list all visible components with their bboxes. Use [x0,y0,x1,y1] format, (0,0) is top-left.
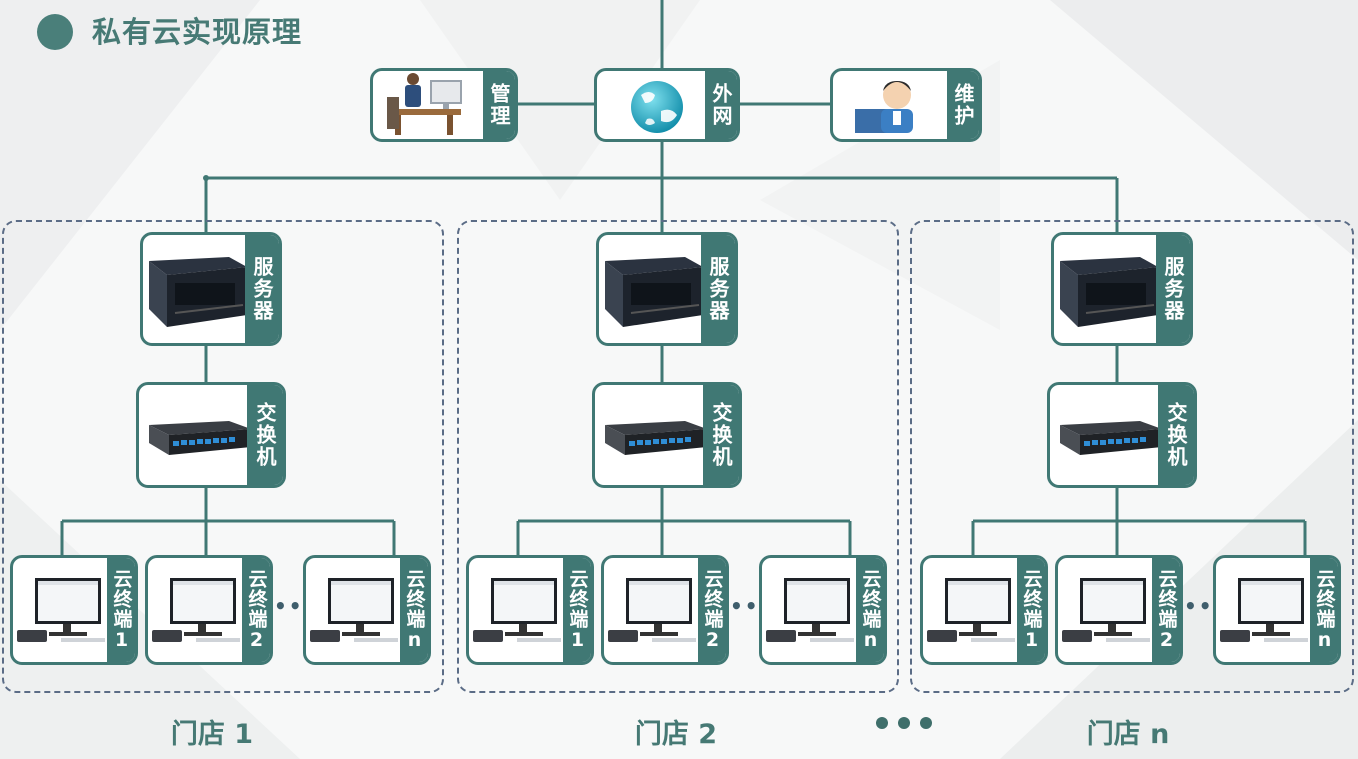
terminal-node: 云终端n [303,555,431,665]
monitor-icon [762,558,860,662]
terminal-node: 云终端2 [1055,555,1183,665]
more-stores-ellipsis [876,717,932,729]
switch-node: 交换机 [592,382,742,488]
switch-label: 交换机 [247,385,283,485]
server-label: 服务器 [245,235,279,343]
terminal-label: 云终端2 [698,558,726,662]
monitor-icon [1058,558,1156,662]
terminal-label: 云终端1 [107,558,135,662]
server-label: 服务器 [1156,235,1190,343]
terminal-label: 云终端1 [563,558,591,662]
switch-icon [595,385,711,485]
monitor-icon [148,558,246,662]
manage-node: 管理 [370,68,518,142]
monitor-icon [1216,558,1314,662]
store-label: 门店 1 [170,719,254,750]
terminal-label: 云终端n [400,558,428,662]
terminal-label: 云终端n [856,558,884,662]
terminal-label: 云终端2 [242,558,270,662]
server-icon [143,235,253,343]
globe-icon [597,71,707,139]
title-bullet [37,14,73,50]
desk-worker-icon [373,71,485,139]
monitor-icon [306,558,404,662]
switch-node: 交换机 [136,382,286,488]
store-label: 门店 2 [634,719,718,750]
terminal-node: 云终端2 [145,555,273,665]
switch-label: 交换机 [1158,385,1194,485]
internet-label: 外网 [705,71,737,139]
internet-node: 外网 [594,68,740,142]
terminal-label: 云终端1 [1017,558,1045,662]
switch-node: 交换机 [1047,382,1197,488]
switch-icon [139,385,255,485]
server-node: 服务器 [596,232,738,346]
server-icon [599,235,709,343]
store-group-2 [457,220,899,693]
store-group-1 [2,220,444,693]
store-label: 门店 n [1086,719,1170,750]
monitor-icon [13,558,111,662]
page-title: 私有云实现原理 [92,15,303,49]
store-group-n [910,220,1354,693]
terminal-node: 云终端n [759,555,887,665]
terminal-node: 云终端n [1213,555,1341,665]
terminal-node: 云终端2 [601,555,729,665]
monitor-icon [604,558,702,662]
terminal-label: 云终端2 [1152,558,1180,662]
server-node: 服务器 [1051,232,1193,346]
server-icon [1054,235,1164,343]
switch-label: 交换机 [703,385,739,485]
terminal-label: 云终端n [1310,558,1338,662]
manage-label: 管理 [483,71,515,139]
switch-icon [1050,385,1166,485]
maintain-label: 维护 [947,71,979,139]
terminal-node: 云终端1 [466,555,594,665]
support-agent-icon [833,71,949,139]
maintain-node: 维护 [830,68,982,142]
terminal-node: 云终端1 [920,555,1048,665]
server-label: 服务器 [701,235,735,343]
server-node: 服务器 [140,232,282,346]
monitor-icon [923,558,1021,662]
monitor-icon [469,558,567,662]
terminal-node: 云终端1 [10,555,138,665]
